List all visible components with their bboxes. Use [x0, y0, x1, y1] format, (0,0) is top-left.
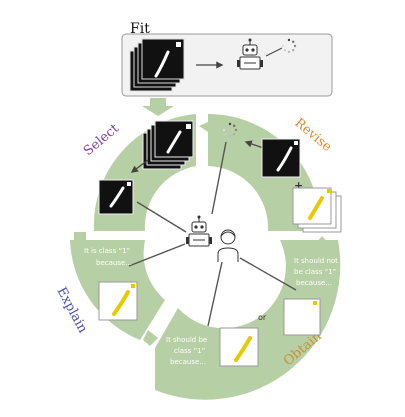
obtain-bottom-line1: It should be	[166, 336, 207, 344]
obtain-top-line3: because...	[296, 279, 332, 287]
user-icon	[217, 229, 239, 262]
digit-image-icon	[98, 179, 134, 215]
explanation-image	[98, 281, 138, 321]
user-to-obtain-bottom-line	[207, 261, 223, 327]
select-label: Select	[81, 121, 123, 159]
obtain-bottom-line3: because...	[170, 358, 206, 366]
obtain-top-line2: be class “1”	[294, 268, 336, 276]
fit-panel: Fit	[121, 21, 333, 97]
robot-to-explain-line	[128, 243, 186, 267]
select-arrow	[130, 159, 149, 173]
robot-icon	[237, 38, 263, 70]
blank-feedback-image	[283, 298, 321, 336]
explain-to-obtain-arrow	[143, 330, 158, 346]
explain-text-line2: because...	[96, 259, 132, 267]
obtain-segment	[155, 240, 341, 400]
fit-link-line	[265, 47, 283, 57]
fit-to-select-arrow	[142, 98, 174, 116]
explain-text-line1: It is class “1”	[84, 247, 130, 255]
obtain-top-line1: It should not	[294, 257, 338, 265]
robot-icon	[186, 215, 212, 247]
digit-stack-select	[142, 120, 194, 170]
obtain-bottom-line2: class “1”	[174, 347, 205, 355]
fit-title: Fit	[130, 21, 150, 37]
robot-to-select-line	[136, 201, 187, 233]
loading-spinner-icon	[281, 38, 297, 54]
revise-to-select-arrow	[199, 122, 208, 132]
select-to-explain-arrow	[74, 232, 86, 246]
digit-image-icon	[261, 138, 301, 178]
plus-icon: +	[294, 179, 303, 192]
user-to-obtain-top-line	[239, 257, 297, 291]
feedback-image	[219, 327, 259, 367]
annotated-image-stack	[292, 187, 342, 233]
or-label: or	[258, 313, 267, 322]
explain-label: Explain	[53, 285, 90, 336]
robot-to-revise-line	[211, 141, 227, 215]
digit-stack-fit	[129, 38, 185, 92]
loading-spinner-icon	[222, 122, 238, 138]
obtain-to-revise-arrow	[316, 236, 328, 243]
